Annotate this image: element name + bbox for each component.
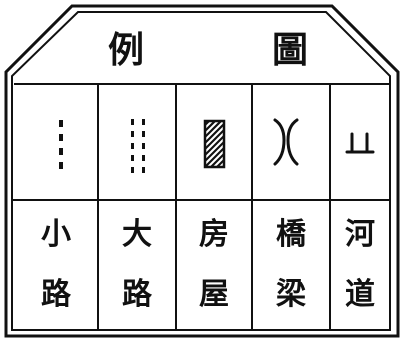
river-icon [345,132,375,154]
legend-item-name: 大 [122,217,152,252]
legend-inner-frame [11,11,391,331]
legend-item-name: 道 [345,277,375,312]
legend-item-name: 屋 [199,277,229,312]
bridge-icon [273,118,299,166]
legend-item-name: 房 [199,217,229,252]
legend-item-name: 河 [345,217,375,252]
dotted-line-icon [59,120,63,169]
legend-outer-frame [4,4,400,338]
legend-item-name: 小 [41,217,71,252]
legend-title-left: 例 [108,29,144,71]
legend-item-name: 橋 [276,217,307,252]
legend-title-right: 圖 [272,29,308,71]
legend-item-name: 路 [41,277,72,312]
hatched-rectangle-icon [203,119,226,169]
legend-item-name: 路 [122,277,153,312]
legend-item-name: 梁 [276,277,306,312]
double-dotted-line-icon [131,119,145,173]
